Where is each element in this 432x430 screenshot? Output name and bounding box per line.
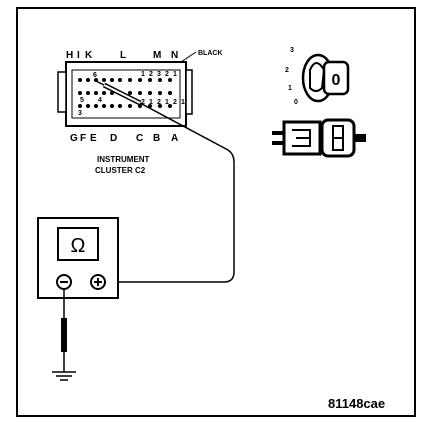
cavity-letter-top: H <box>66 50 73 61</box>
cavity-letter-bottom: G <box>70 133 78 144</box>
pin-label: 2 <box>157 99 161 106</box>
pin-row-top <box>78 78 172 82</box>
pin-label: 2 <box>141 99 145 106</box>
pin-label: 1 <box>181 99 185 106</box>
pin-label: 3 <box>157 71 161 78</box>
connector-caption-line2: CLUSTER C2 <box>95 166 146 175</box>
switch-side-view-icon <box>272 118 366 158</box>
ignition-position: 1 <box>288 85 292 92</box>
cavity-letter-bottom: E <box>90 133 97 144</box>
pin-label: 6 <box>93 72 97 79</box>
pin-row-mid <box>78 91 172 95</box>
diagram-frame <box>16 7 416 417</box>
key-symbol: 0 <box>332 72 341 89</box>
connector-caption-line1: INSTRUMENT <box>97 155 150 164</box>
cavity-letter-top: M <box>153 50 161 61</box>
cavity-letter-bottom: A <box>171 133 178 144</box>
pin-label: 1 <box>173 71 177 78</box>
pin-label: 1 <box>165 99 169 106</box>
pin-label: 2 <box>173 99 177 106</box>
pin-label: 5 <box>80 97 84 104</box>
ignition-position: 3 <box>290 47 294 54</box>
ohm-symbol: Ω <box>71 235 86 257</box>
cavity-letter-bottom: C <box>136 133 143 144</box>
pin-label: 1 <box>141 71 145 78</box>
pin-label: 3 <box>78 110 82 117</box>
cavity-letter-bottom: D <box>110 133 117 144</box>
cavity-letter-top: L <box>120 50 126 61</box>
cavity-letter-bottom: F <box>80 133 86 144</box>
ignition-position: 2 <box>285 67 289 74</box>
ground-icon <box>52 371 76 381</box>
pin-label: 2 <box>165 71 169 78</box>
cavity-letter-top: K <box>85 50 93 61</box>
wire-color-label: BLACK <box>198 50 223 57</box>
cavity-letter-top: N <box>171 50 178 61</box>
pin-label: 4 <box>98 97 102 104</box>
ohmmeter: Ω <box>37 217 119 299</box>
probe-leads <box>93 79 235 283</box>
pin-row-bottom <box>78 104 172 108</box>
figure-id: 81148cae <box>328 396 385 411</box>
pin-label: 1 <box>149 99 153 106</box>
ignition-switch-icon: 3 2 1 0 0 <box>285 47 350 106</box>
ignition-position: 0 <box>294 99 298 106</box>
cavity-letter-bottom: B <box>153 133 160 144</box>
pin-label: 2 <box>149 71 153 78</box>
cavity-letter-top: I <box>77 50 80 61</box>
instrument-cluster-connector: 6 1 2 3 2 1 5 4 3 2 1 2 1 2 1 H I K L M … <box>57 50 223 175</box>
ground-lead <box>52 289 76 381</box>
